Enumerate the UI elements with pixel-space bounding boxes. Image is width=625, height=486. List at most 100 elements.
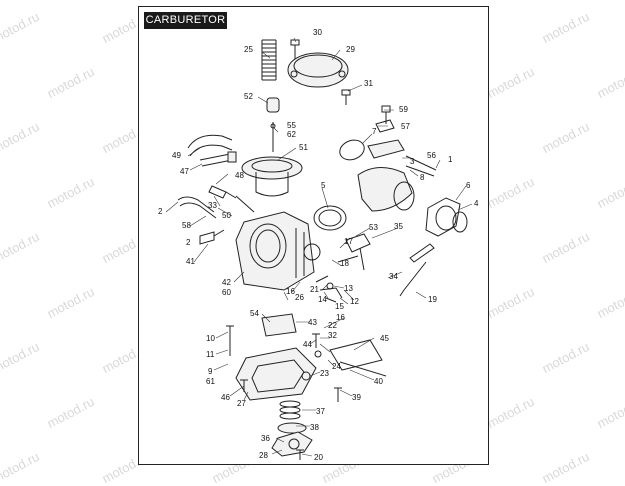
screw-30-part xyxy=(290,39,300,61)
callout-26: 26 xyxy=(295,293,304,302)
callout-43: 43 xyxy=(308,318,317,327)
callout-6: 6 xyxy=(466,181,471,190)
callout-62: 62 xyxy=(287,130,296,139)
screw-20-part xyxy=(296,449,304,460)
lever-assembly-part xyxy=(315,275,343,303)
exploded-parts-drawing: 30 25 29 31 52 59 57 7 55 62 51 56 3 1 8… xyxy=(158,28,479,462)
seal-ring-5-part xyxy=(313,205,347,231)
callout-3: 3 xyxy=(410,157,415,166)
callout-24: 24 xyxy=(332,362,341,371)
cover-plate-part xyxy=(271,431,313,457)
callout-48: 48 xyxy=(235,171,244,180)
spring-37-part xyxy=(279,400,301,420)
hose-49-part xyxy=(187,134,233,157)
callout-58: 58 xyxy=(182,221,191,230)
float-bowl-part xyxy=(235,347,317,401)
callout-17: 17 xyxy=(344,237,353,246)
callout-47: 47 xyxy=(180,167,189,176)
callout-34: 34 xyxy=(389,272,398,281)
callout-61: 61 xyxy=(206,377,215,386)
screw-10-part xyxy=(226,325,234,356)
callout-8: 8 xyxy=(420,173,425,182)
spring-part xyxy=(261,39,277,81)
vacuum-slide-part xyxy=(241,156,303,197)
screw-19-part xyxy=(399,261,427,297)
intake-elbow-part xyxy=(357,167,415,212)
callout-1: 1 xyxy=(448,155,453,164)
leader-lines xyxy=(165,37,473,457)
screw-31-part xyxy=(341,89,351,105)
callout-42: 42 xyxy=(222,278,231,287)
callout-35: 35 xyxy=(394,222,403,231)
callout-21: 21 xyxy=(310,285,319,294)
callout-22: 22 xyxy=(328,321,337,330)
callout-25: 25 xyxy=(244,45,253,54)
callout-2-upper: 2 xyxy=(158,207,163,216)
fitting-41-part xyxy=(199,229,225,245)
callout-9: 9 xyxy=(208,367,213,376)
callout-56: 56 xyxy=(427,151,436,160)
callout-32: 32 xyxy=(328,331,337,340)
callout-20: 20 xyxy=(314,453,323,462)
carburetor-body-part xyxy=(235,211,321,291)
callout-28: 28 xyxy=(259,451,268,460)
bracket-54-part xyxy=(261,313,297,337)
callout-12: 12 xyxy=(350,297,359,306)
callout-33: 33 xyxy=(208,201,217,210)
hose-58-part xyxy=(177,196,217,219)
flange-gasket-part xyxy=(425,197,468,237)
callout-13: 13 xyxy=(344,284,353,293)
callout-18: 18 xyxy=(340,259,349,268)
callout-16-upper: 16 xyxy=(286,287,295,296)
callout-52: 52 xyxy=(244,92,253,101)
screw-39-part xyxy=(334,387,342,402)
callout-46: 46 xyxy=(221,393,230,402)
callout-40: 40 xyxy=(374,377,383,386)
callout-11: 11 xyxy=(206,350,215,359)
callout-60: 60 xyxy=(222,288,231,297)
callout-36: 36 xyxy=(261,434,270,443)
callout-27: 27 xyxy=(237,399,246,408)
callout-10: 10 xyxy=(206,334,215,343)
callout-2-lower: 2 xyxy=(186,238,191,247)
throttle-linkage-part xyxy=(337,233,371,271)
callout-19: 19 xyxy=(428,295,437,304)
callout-41: 41 xyxy=(186,257,195,266)
callout-labels: 30 25 29 31 52 59 57 7 55 62 51 56 3 1 8… xyxy=(158,28,479,462)
enrichener-body-part xyxy=(367,139,405,159)
callout-51: 51 xyxy=(299,143,308,152)
callout-55: 55 xyxy=(287,121,296,130)
callout-59: 59 xyxy=(399,105,408,114)
callout-53: 53 xyxy=(369,223,378,232)
callout-14: 14 xyxy=(318,295,327,304)
bracket-57-part xyxy=(375,119,395,133)
needle-retainer-part xyxy=(266,97,280,113)
fitting-33-part xyxy=(208,185,237,199)
callout-37: 37 xyxy=(316,407,325,416)
screw-59-part xyxy=(381,105,391,124)
callout-16-lower: 16 xyxy=(336,313,345,322)
screw-50-part xyxy=(235,195,255,213)
callout-31: 31 xyxy=(364,79,373,88)
callout-50: 50 xyxy=(222,211,231,220)
callout-49: 49 xyxy=(172,151,181,160)
callout-39: 39 xyxy=(352,393,361,402)
callout-44: 44 xyxy=(303,340,312,349)
callout-54: 54 xyxy=(250,309,259,318)
callout-29: 29 xyxy=(346,45,355,54)
callout-15: 15 xyxy=(335,302,344,311)
callout-45: 45 xyxy=(380,334,389,343)
top-cover-part xyxy=(287,52,349,88)
cap-38-part xyxy=(277,422,307,434)
hose-47-part xyxy=(199,153,233,167)
callout-23: 23 xyxy=(320,369,329,378)
callout-7: 7 xyxy=(372,127,377,136)
callout-5: 5 xyxy=(321,181,326,190)
o-ring-7-part xyxy=(339,139,365,161)
diagram-title: CARBURETOR xyxy=(144,12,227,29)
float-bowl-gasket-part xyxy=(329,339,383,371)
callout-38: 38 xyxy=(310,423,319,432)
callout-30: 30 xyxy=(313,28,322,37)
callout-57: 57 xyxy=(401,122,410,131)
callout-4: 4 xyxy=(474,199,479,208)
